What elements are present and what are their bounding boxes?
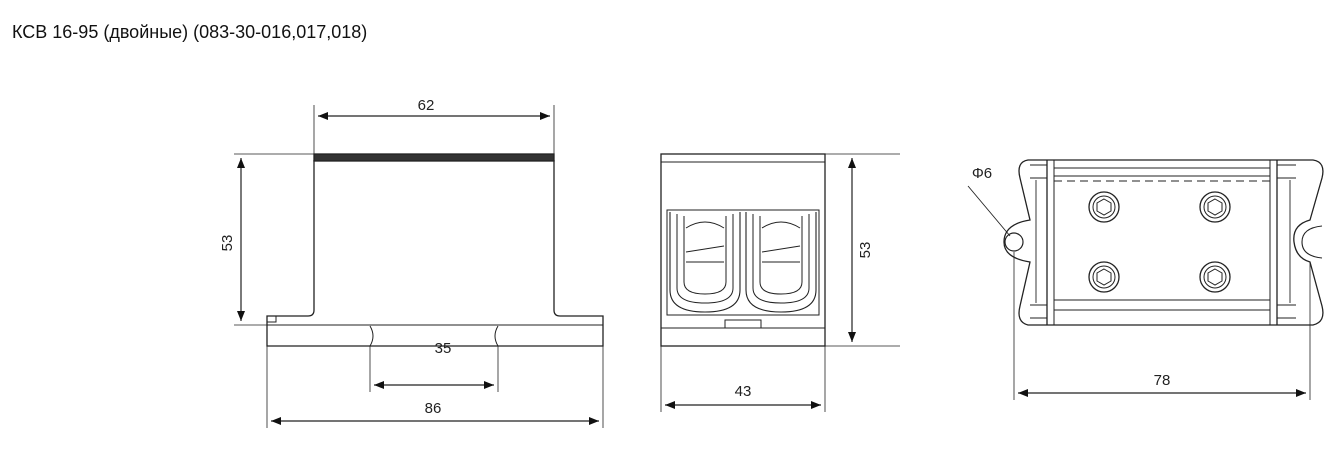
- top-view: [967, 159, 1324, 400]
- top-dim-hole-label: Φ6: [972, 165, 992, 182]
- side-dim-base-label: 86: [425, 400, 442, 417]
- front-dim-width-label: 43: [735, 383, 752, 400]
- front-dim-height-label: 53: [857, 242, 874, 259]
- side-view: [234, 105, 604, 428]
- top-dim-width-label: 78: [1154, 372, 1171, 389]
- side-dim-height-label: 53: [219, 235, 236, 252]
- front-view: [660, 153, 900, 412]
- side-dim-top-label: 62: [418, 97, 435, 114]
- drawing-title: КСВ 16-95 (двойные) (083-30-016,017,018): [12, 22, 368, 42]
- side-dim-rail-label: 35: [435, 340, 452, 357]
